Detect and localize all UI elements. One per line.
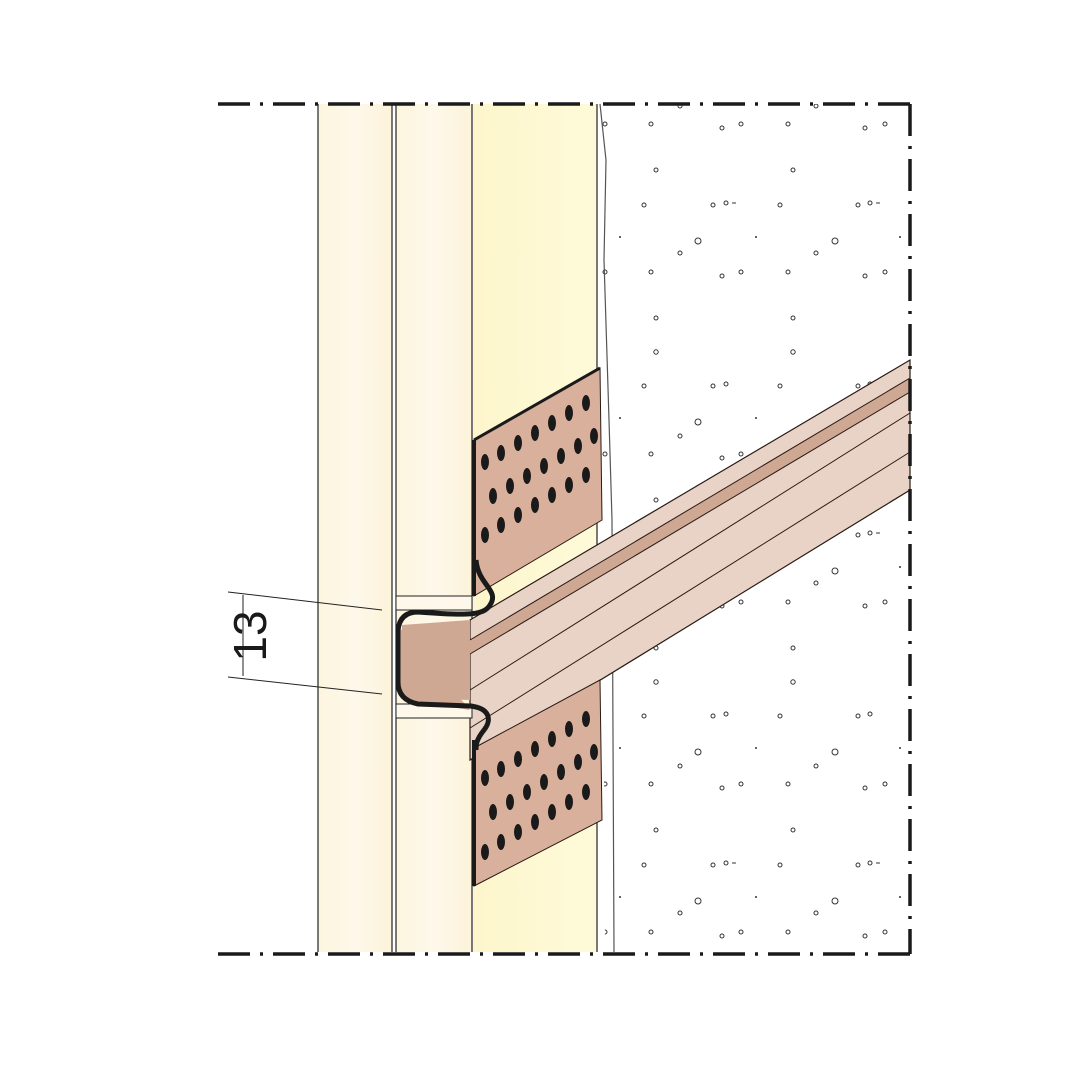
outer-layer: [317, 104, 393, 952]
upper-mesh-flange: [472, 366, 603, 597]
lower-mesh-flange: [472, 679, 603, 887]
joint-profile: [395, 559, 495, 751]
dimension-value: 13: [224, 610, 276, 661]
middle-layer: [395, 104, 473, 952]
section-lines: [218, 102, 912, 956]
dimension-annotation: 13: [224, 591, 383, 695]
